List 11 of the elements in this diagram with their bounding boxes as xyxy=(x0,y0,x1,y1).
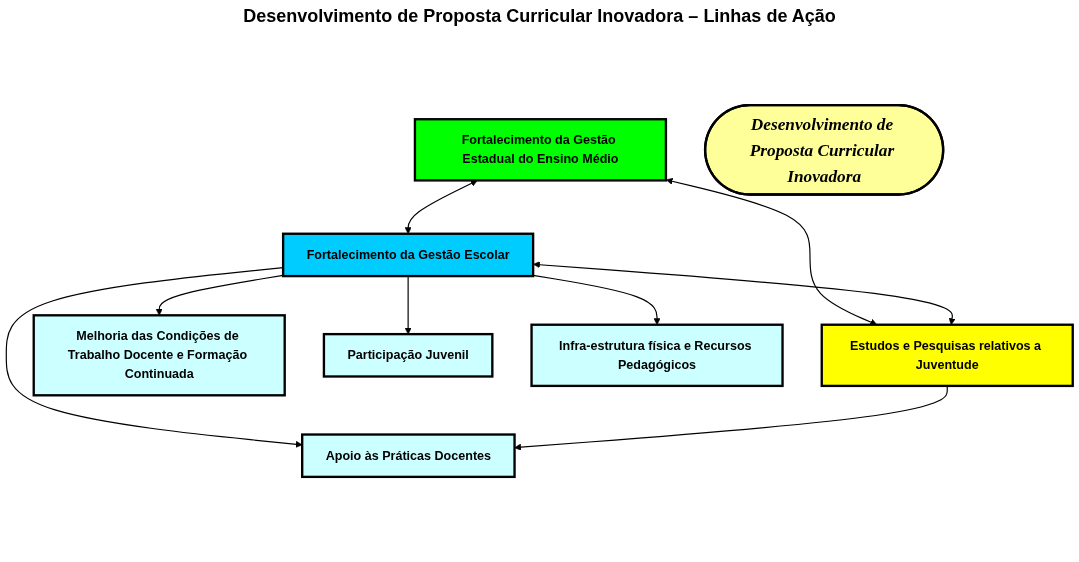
node-box: Melhoria das Condições de Trabalho Docente e Formação Continuada xyxy=(32,314,286,397)
node-box: Estudos e Pesquisas relativos a Juventude xyxy=(820,323,1074,388)
node-box: Infra-estrutura física e Recursos Pedagógicos xyxy=(530,323,784,388)
arrow xyxy=(5,267,303,448)
arrow xyxy=(155,274,284,316)
node-box: Apoio às Práticas Docentes xyxy=(301,433,516,479)
diagram-title: Desenvolvimento de Proposta Curricular Inovadora – Linhas de Ação xyxy=(242,6,837,27)
node-box: Participação Juvenil xyxy=(322,332,494,378)
arrow xyxy=(514,385,948,451)
node-box: Fortalecimento da Gestão Escolar xyxy=(281,232,535,278)
node-box: Fortalecimento da Gestão Estadual do Ensino Médio xyxy=(413,118,668,182)
